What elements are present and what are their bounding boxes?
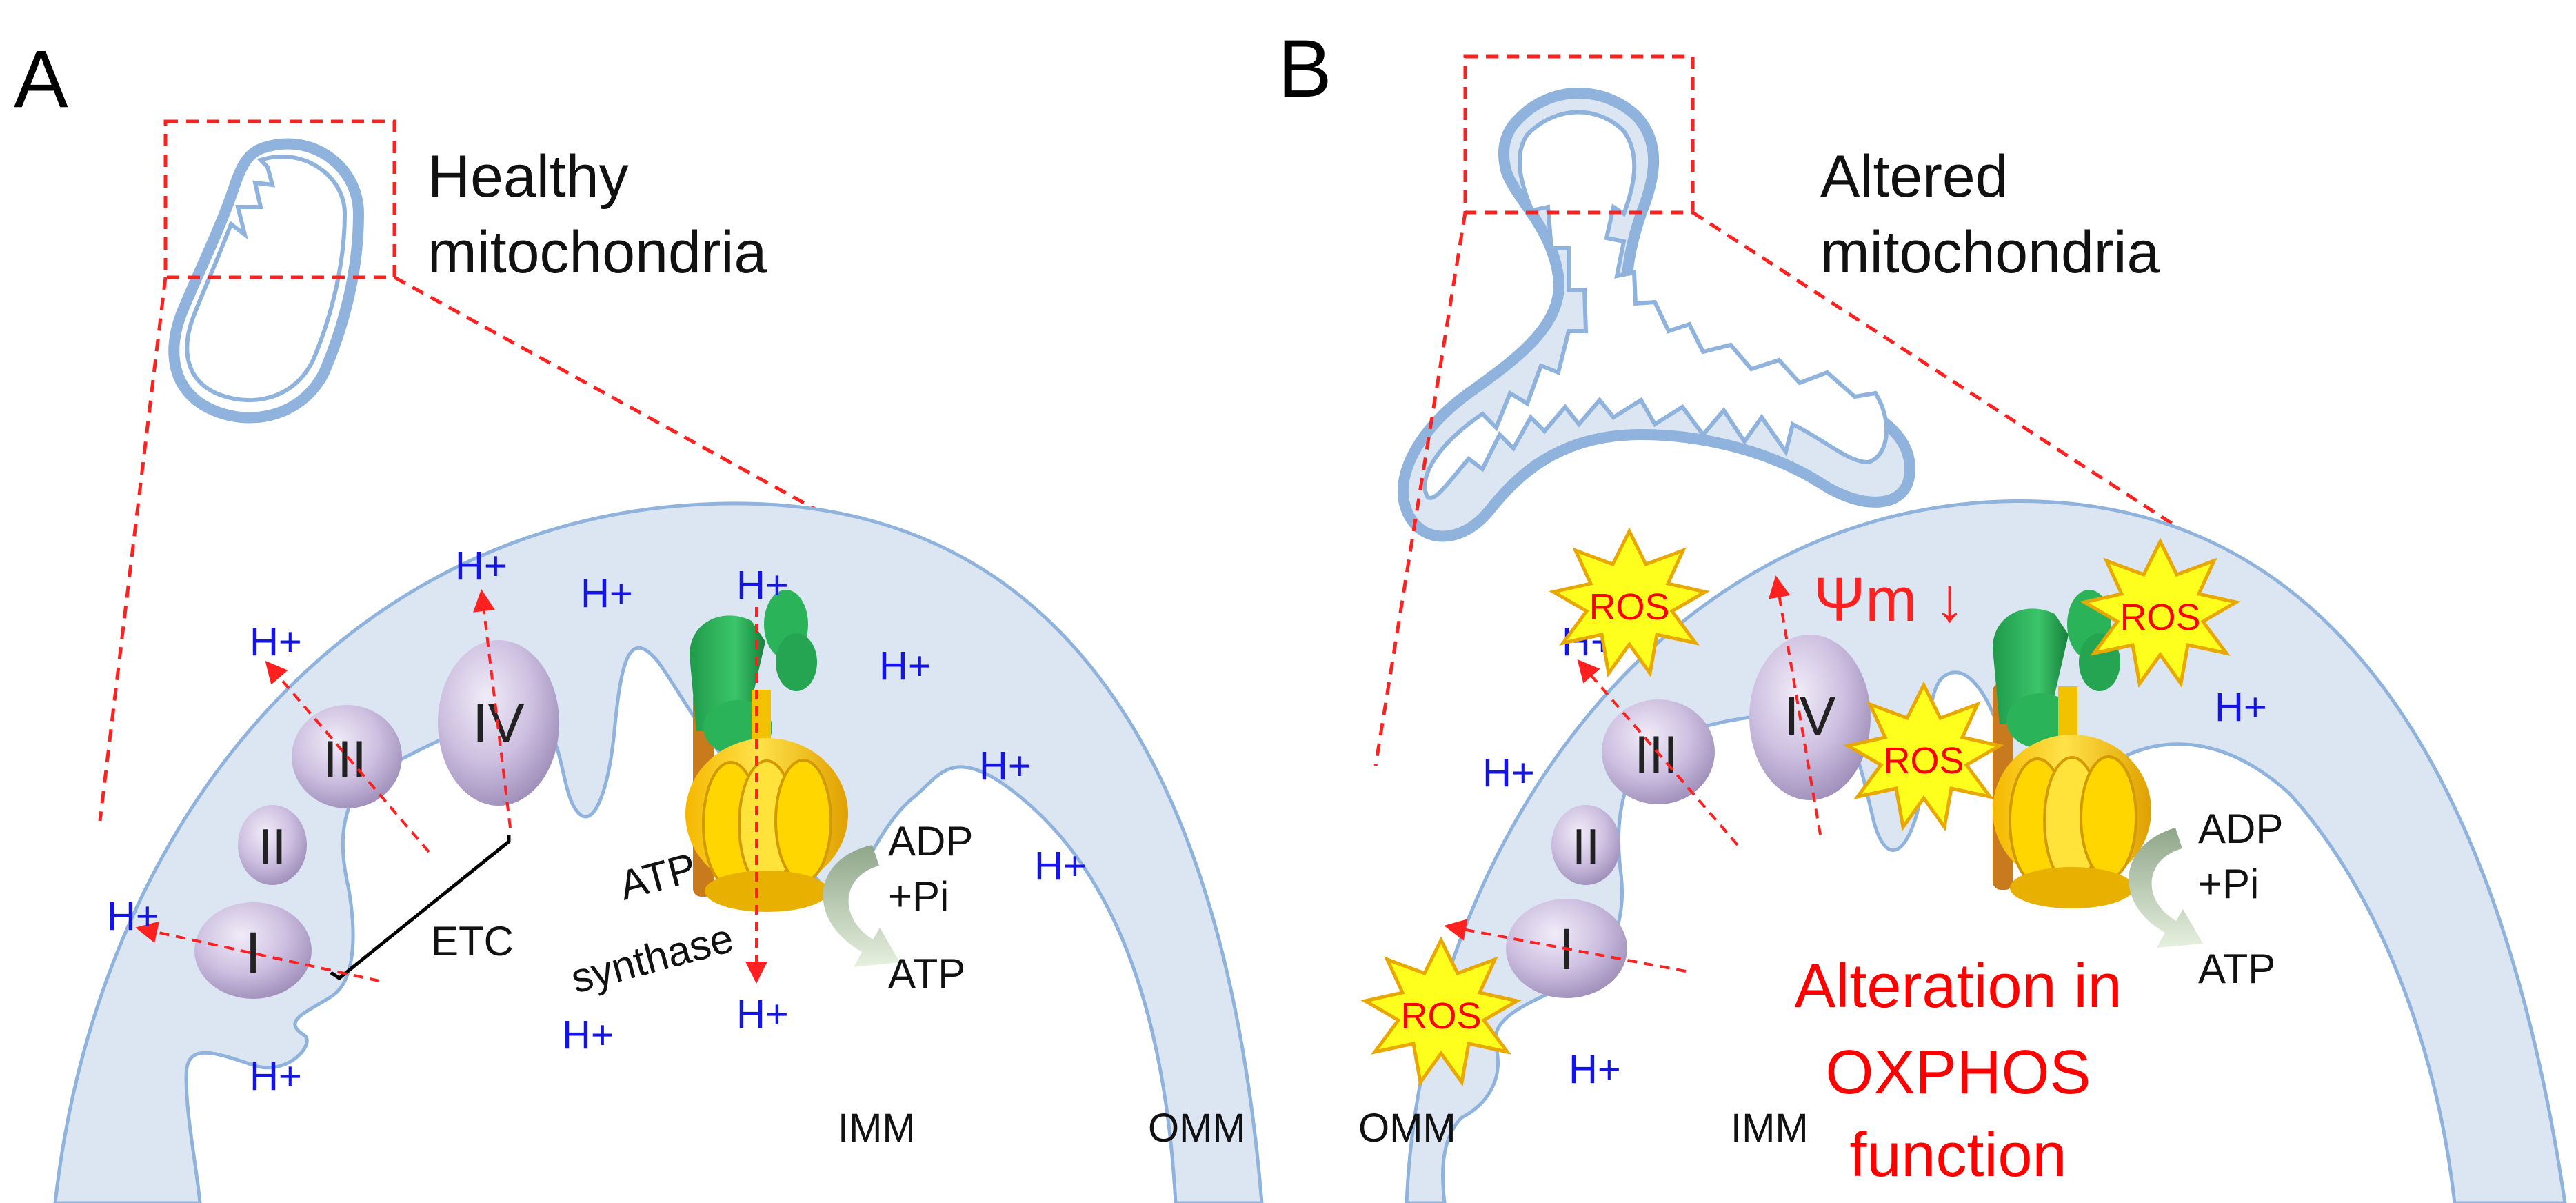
panel-a-title-line2: mitochondria	[427, 219, 767, 286]
proton-label: H+	[736, 992, 789, 1037]
ros-burst: ROS	[1365, 940, 1517, 1082]
complex-iv-b-label: IV	[1784, 685, 1836, 746]
complex-iii: III	[292, 705, 402, 808]
alteration-line1: Alteration in	[1794, 952, 2122, 1021]
alteration-line3: function	[1849, 1121, 2066, 1190]
complex-iv-b: IV	[1749, 635, 1871, 800]
ros-burst: ROS	[2084, 541, 2236, 684]
panel-b-letter: B	[1278, 23, 1332, 115]
proton-arrow-complex-i	[135, 921, 380, 982]
atp-synthase-icon-b	[1993, 590, 2151, 908]
complex-iii-b-label: III	[1634, 726, 1678, 784]
ros-burst: ROS	[1848, 685, 2000, 827]
adp-label-a: ADP	[888, 818, 973, 864]
complex-iii-label: III	[323, 730, 366, 789]
proton-label: H+	[581, 571, 633, 616]
proton-label: H+	[562, 1013, 614, 1057]
atp-label-b: ATP	[2198, 946, 2275, 992]
proton-label: H+	[1569, 1047, 1621, 1092]
proton-label: H+	[736, 563, 789, 608]
adp-to-atp-arrow	[823, 845, 900, 967]
complex-ii: II	[238, 805, 307, 885]
proton-labels-b: H+ H+ H+ H+	[1482, 619, 2267, 1092]
proton-label: H+	[107, 894, 159, 939]
panel-a-letter: A	[14, 34, 68, 125]
imm-label-a: IMM	[838, 1106, 916, 1151]
atp-label-a: ATP	[888, 951, 965, 997]
omm-label-b: OMM	[1358, 1106, 1456, 1151]
pi-label-a: +Pi	[888, 873, 949, 919]
proton-label: H+	[250, 1054, 302, 1099]
zoom-line-left-b	[1373, 212, 1467, 766]
complex-i: I	[194, 902, 312, 999]
complex-ii-b-label: II	[1572, 819, 1600, 875]
proton-label: H+	[455, 544, 507, 588]
ros-label: ROS	[1589, 586, 1669, 628]
proton-label: H+	[250, 619, 302, 664]
ros-label: ROS	[1400, 995, 1481, 1037]
proton-labels-a: H+ H+ H+ H+ H+ H+ H+ H+ H+ H+ H+	[107, 544, 1087, 1099]
panel-a-title-line1: Healthy	[427, 143, 629, 210]
zoom-line-right	[393, 275, 1063, 647]
proton-arrow-complex-i-b	[1444, 919, 1687, 973]
atp-synthase-label-line2: synthase	[566, 915, 738, 1002]
proton-arrow-complex-iii	[265, 660, 430, 853]
complex-ii-b: II	[1551, 805, 1620, 885]
proton-label: H+	[2215, 685, 2267, 730]
proton-label: H+	[1482, 750, 1535, 795]
adp-label-b: ADP	[2198, 806, 2283, 852]
healthy-mitochondrion-icon	[168, 138, 365, 424]
pi-label-b: +Pi	[2198, 861, 2259, 907]
proton-arrow-complex-iii-b	[1577, 659, 1739, 846]
panel-b-title-line2: mitochondria	[1820, 219, 2160, 286]
panel-b-title-line1: Altered	[1820, 143, 2009, 210]
zoom-line-left	[98, 277, 168, 822]
altered-mitochondrion-icon	[1397, 88, 1916, 542]
imm-label-b: IMM	[1731, 1106, 1809, 1151]
panel-a: A Healthy mitochondria ETC I II III	[14, 34, 1264, 1203]
proton-label: H+	[879, 644, 932, 688]
omm-label-a: OMM	[1148, 1106, 1246, 1151]
etc-bracket	[330, 835, 511, 981]
proton-arrow-complex-iv	[473, 589, 512, 828]
ros-label: ROS	[2120, 597, 2200, 638]
zoom-box	[163, 119, 396, 279]
ros-burst: ROS	[1553, 531, 1705, 673]
panel-b: B Altered mitochondria I II III IV	[1278, 23, 2567, 1203]
membrane-potential-label: Ψm ↓	[1813, 566, 1965, 635]
atp-synthase-label-line1: ATP	[614, 844, 701, 909]
complex-ii-label: II	[259, 819, 286, 875]
alteration-line2: OXPHOS	[1825, 1038, 2091, 1107]
complex-i-label: I	[245, 920, 261, 985]
ros-label: ROS	[1883, 740, 1964, 782]
zoom-box-b	[1463, 54, 1695, 215]
proton-label: H+	[1034, 844, 1087, 888]
atp-synthase-icon	[685, 590, 848, 912]
proton-arrow-complex-iv-b	[1768, 575, 1822, 835]
etc-label: ETC	[431, 918, 514, 964]
proton-label: H+	[979, 744, 1032, 788]
adp-to-atp-arrow-b	[2129, 828, 2203, 948]
